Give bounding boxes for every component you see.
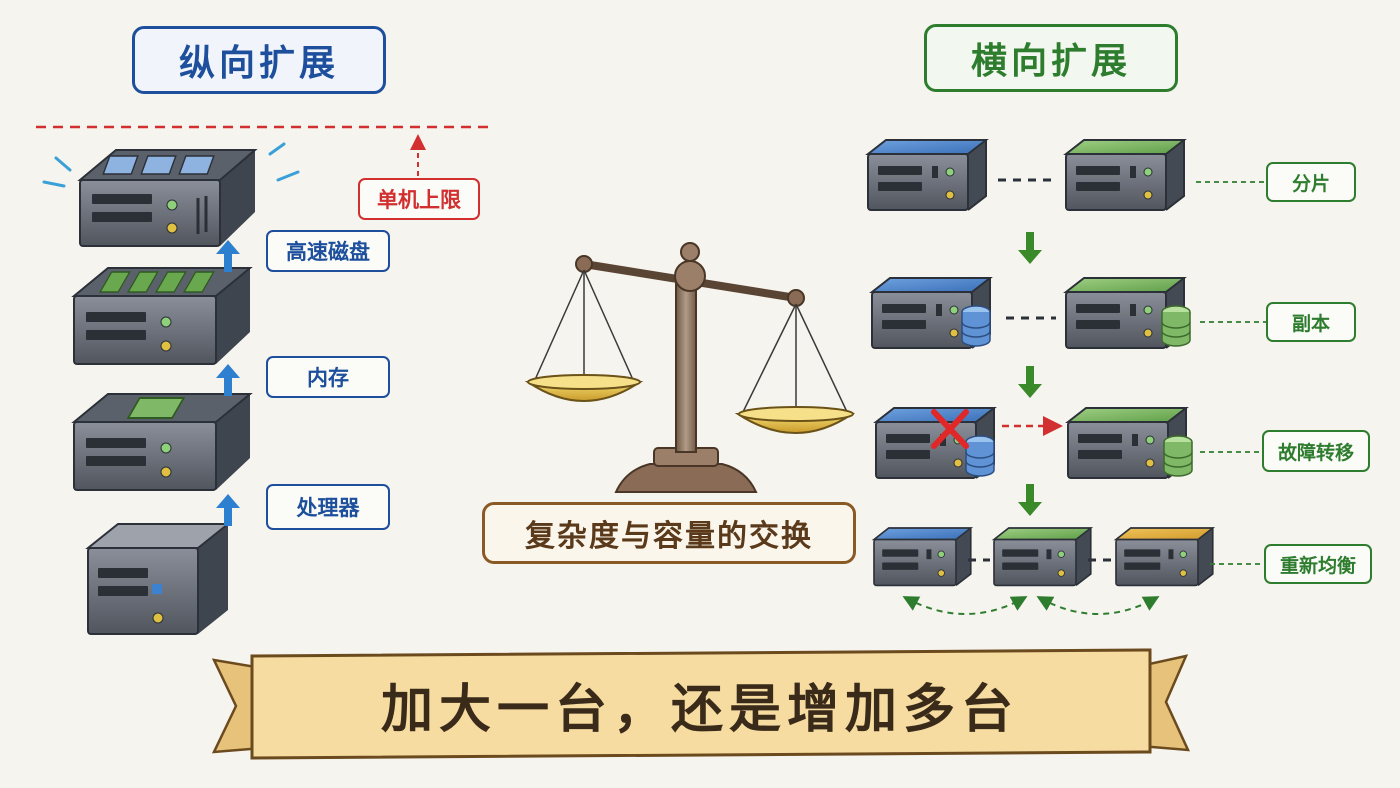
server-icon (869, 277, 993, 349)
rebalance-label: 重新均衡 (1264, 544, 1372, 584)
rebalance-arrow (1036, 596, 1160, 615)
arrow-down-icon (1018, 232, 1042, 516)
server-icon (1063, 277, 1187, 349)
single-machine-limit-label: 单机上限 (358, 178, 480, 220)
rebalance-arrow (902, 596, 1028, 615)
server-icon (1063, 139, 1187, 211)
complexity-capacity-tradeoff-label: 复杂度与容量的交换 (482, 502, 856, 564)
server-icon (991, 527, 1094, 587)
database-icon (1163, 435, 1193, 477)
fast-disk-label: 高速磁盘 (266, 230, 390, 272)
server-icon (1113, 527, 1216, 587)
database-icon (1161, 305, 1191, 347)
banner-question: 加大一台，还是增加多台 (380, 679, 1019, 740)
server-icon (871, 527, 974, 587)
arrow-up-icon (216, 240, 240, 526)
failure-x-icon (931, 409, 969, 449)
sharding-label: 分片 (1266, 162, 1356, 202)
processor-label: 处理器 (266, 484, 390, 530)
failover-label: 故障转移 (1262, 430, 1370, 472)
database-icon (961, 305, 991, 347)
base-server-icon (85, 523, 231, 635)
banner-ribbon (211, 648, 1191, 760)
server-with-fast-disk-icon (77, 149, 258, 247)
server-icon (865, 139, 989, 211)
glow-lines-icon (42, 142, 300, 188)
server-icon (1065, 407, 1189, 479)
balance-scale-icon (524, 242, 856, 493)
database-icon (965, 435, 995, 477)
server-with-cpu-icon (71, 393, 253, 491)
memory-label: 内存 (266, 356, 390, 398)
horizontal-scaling-title: 横向扩展 (924, 24, 1178, 92)
vertical-scaling-title: 纵向扩展 (132, 26, 386, 94)
replica-label: 副本 (1266, 302, 1356, 342)
server-with-ram-icon (71, 267, 253, 365)
